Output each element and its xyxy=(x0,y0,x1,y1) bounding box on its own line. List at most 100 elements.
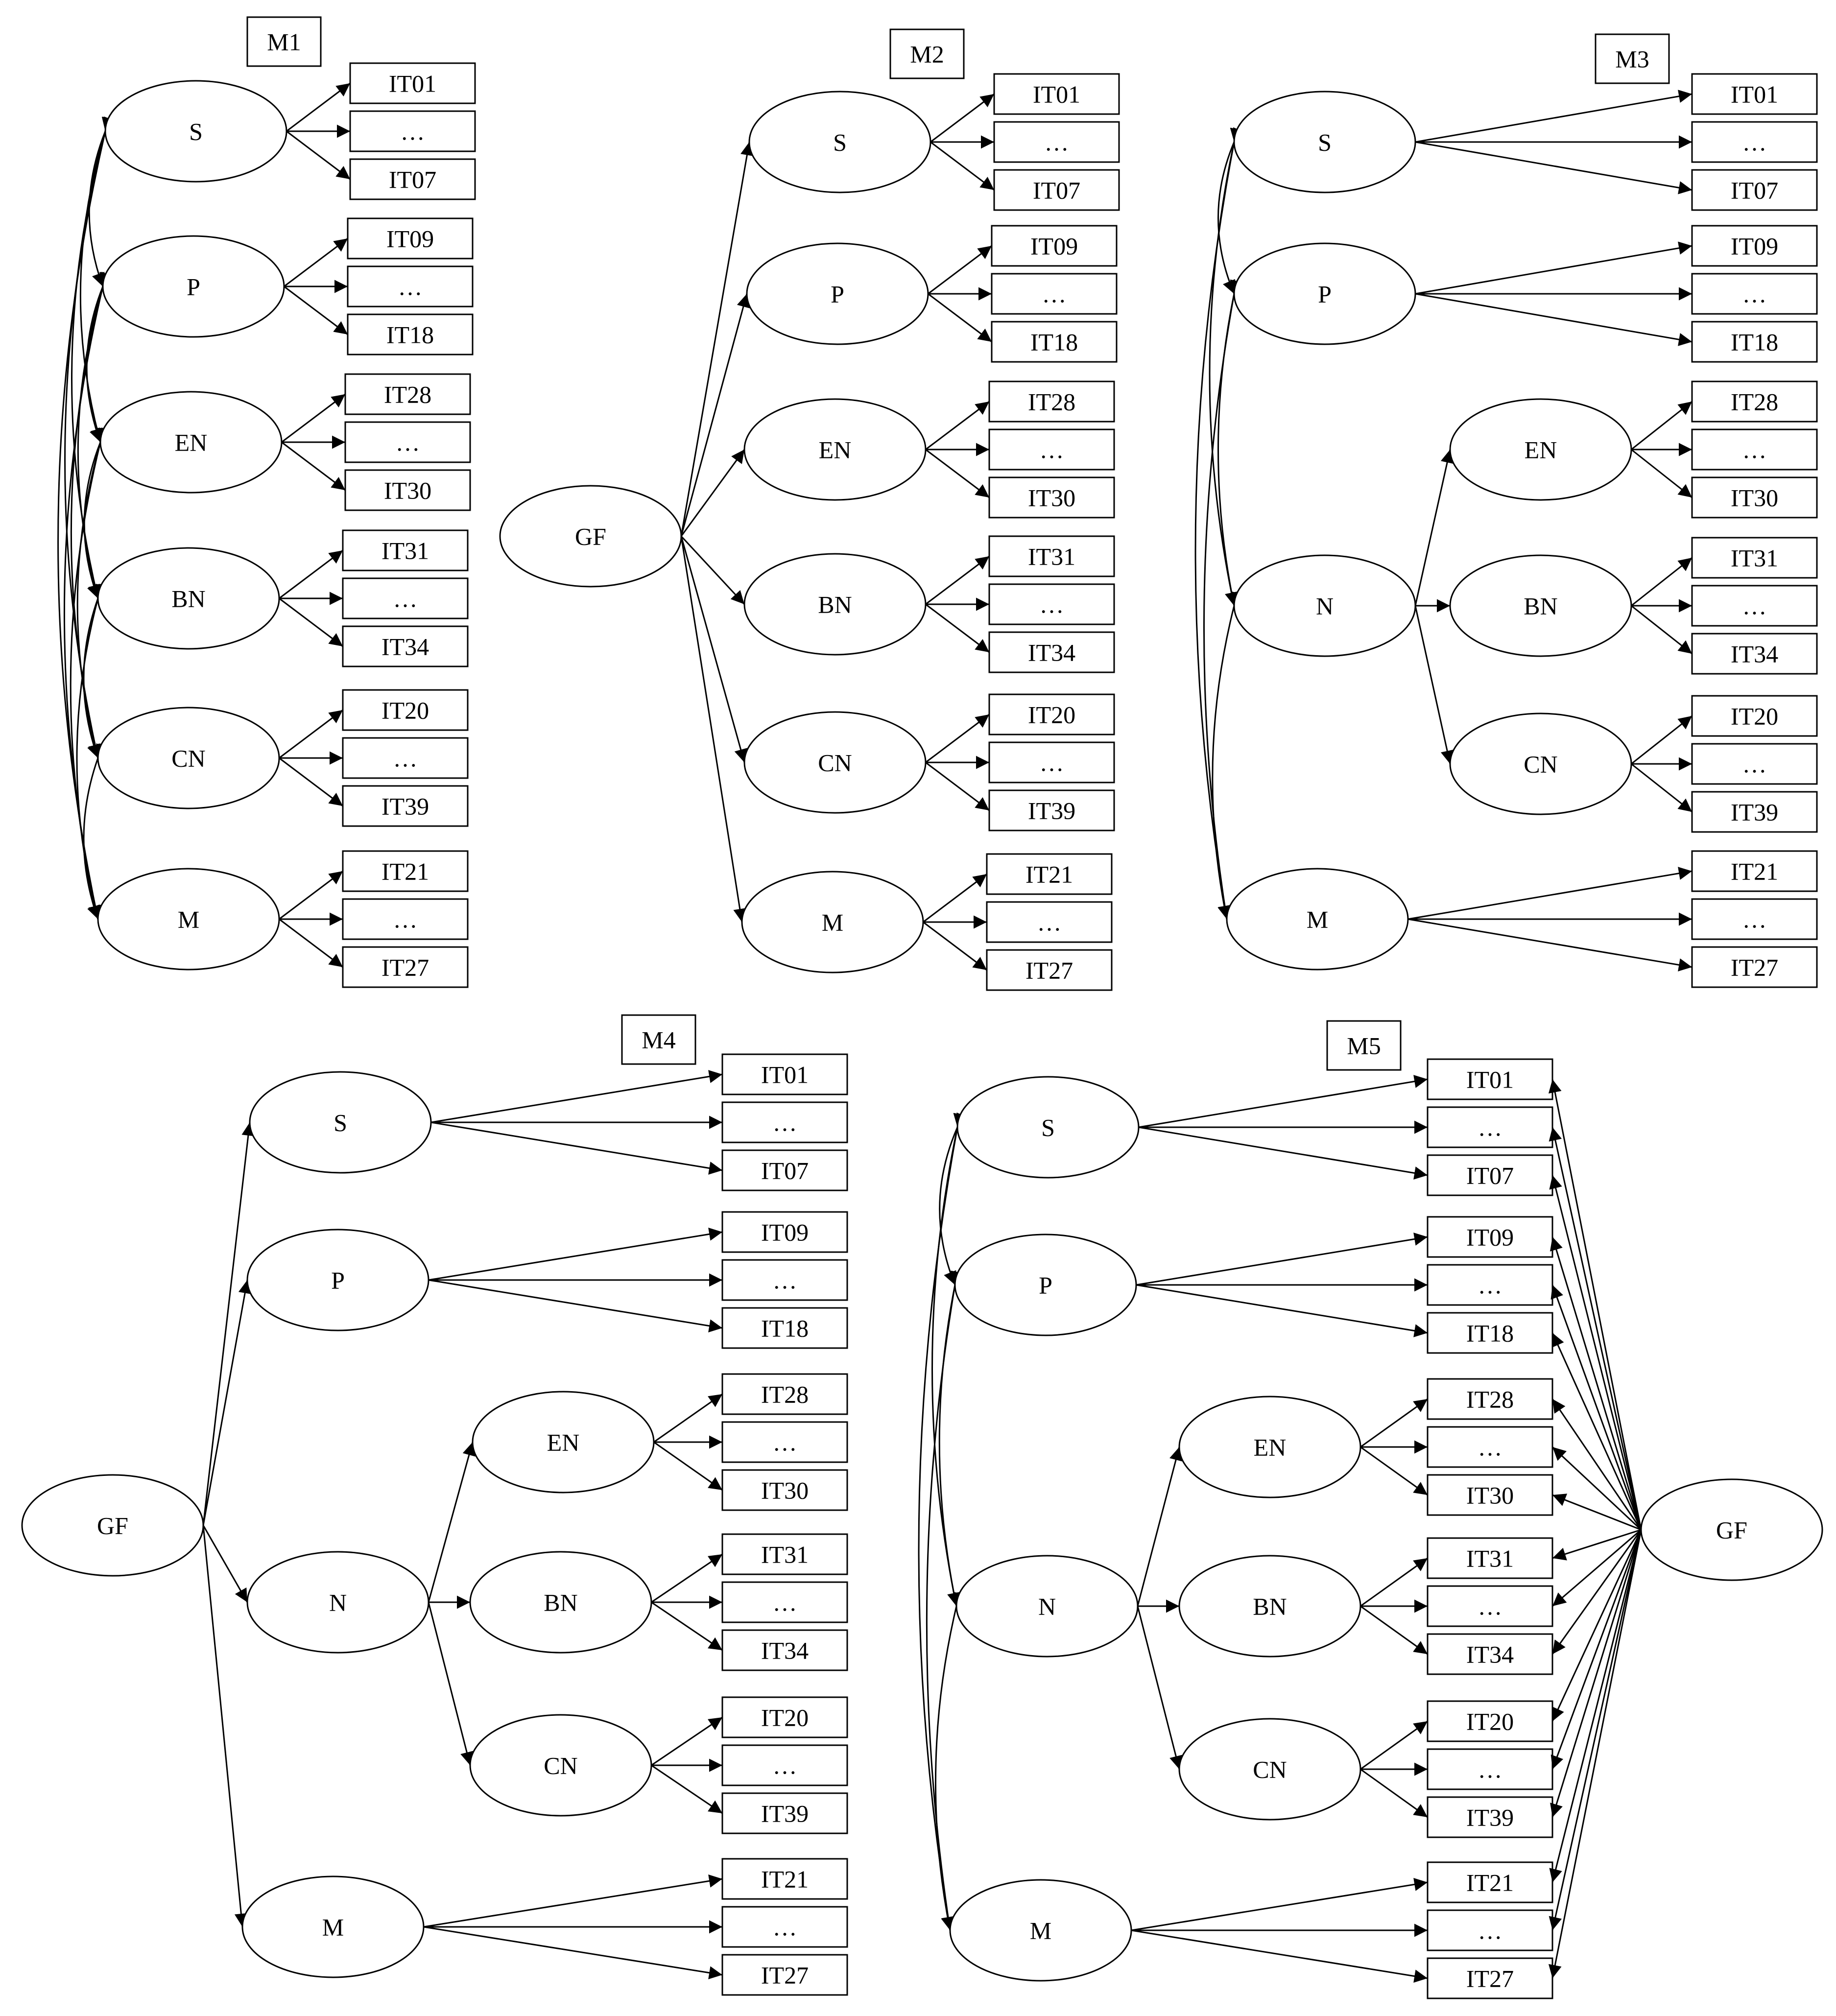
m5-factor-S-label: S xyxy=(1041,1114,1055,1141)
m2-P-item-1-label: IT09 xyxy=(1030,233,1078,260)
m2-gf-to-M-arrow xyxy=(680,536,747,923)
m1-factor-P-label: P xyxy=(187,273,200,301)
m3-BN-loading-arrow-3 xyxy=(1631,605,1693,655)
m2-CN-item-2-label: … xyxy=(1040,749,1064,777)
m4-gf-to-M-arrow xyxy=(202,1525,248,1927)
m4-CN-item-1-label: IT20 xyxy=(761,1704,809,1731)
m2-M-item-2-label: … xyxy=(1037,909,1062,936)
m4-M-loading-arrow-1 xyxy=(423,1874,723,1928)
m2-EN-item-2-label: … xyxy=(1040,436,1064,464)
m5-BN-item-1-label: IT31 xyxy=(1466,1545,1514,1572)
m2-S-loading-arrow-1 xyxy=(930,93,995,143)
m4-factor-CN-label: CN xyxy=(544,1752,577,1779)
m2-M-item-3-label: IT27 xyxy=(1025,957,1073,984)
m1-BN-loading-arrow-3 xyxy=(279,597,343,647)
m2-BN-item-1-label: IT31 xyxy=(1028,543,1075,570)
m3-BN-item-1-label: IT31 xyxy=(1731,545,1778,572)
m5-EN-item-2-box xyxy=(1427,1426,1553,1468)
m1-cov-S-EN xyxy=(79,117,116,443)
m3-S-item-2-box xyxy=(1691,121,1818,163)
m2-M-loading-arrow-1 xyxy=(923,873,987,923)
m1-CN-item-3-label: IT39 xyxy=(382,793,429,820)
m5-BN-item-2-box xyxy=(1427,1585,1553,1627)
m2-S-item-3-box xyxy=(993,169,1120,211)
m1-BN-item-2-box xyxy=(342,577,469,619)
m1-P-item-3-label: IT18 xyxy=(386,321,434,349)
m5-cov-S-M xyxy=(918,1113,967,1931)
m2-EN-item-1-label: IT28 xyxy=(1028,388,1075,416)
m2-EN-item-2-box xyxy=(988,428,1115,471)
m2-factor-M-label: M xyxy=(822,909,843,936)
m5-BN-item-3-label: IT34 xyxy=(1466,1641,1514,1668)
m4-general-factor-label: GF xyxy=(97,1512,128,1540)
m3-S-item-1-label: IT01 xyxy=(1731,81,1778,108)
m3-EN-item-3-box xyxy=(1691,476,1818,519)
m5-CN-item-1-label: IT20 xyxy=(1466,1708,1514,1735)
m5-gf-to-S-item-1-arrow xyxy=(1548,1079,1642,1530)
m2-P-item-3-label: IT18 xyxy=(1030,329,1078,356)
m2-BN-item-2-label: … xyxy=(1040,591,1064,618)
m4-factor-N-label: N xyxy=(329,1589,347,1616)
model-m4-title-box xyxy=(621,1014,696,1065)
m2-gf-to-CN-arrow xyxy=(680,536,747,763)
m1-cov-P-CN xyxy=(70,272,113,759)
m2-EN-item-3-label: IT30 xyxy=(1028,484,1075,512)
m2-M-item-2-box xyxy=(986,901,1113,943)
m5-CN-item-2-label: … xyxy=(1478,1756,1502,1783)
m5-gf-to-CN-item-2-arrow xyxy=(1550,1529,1642,1770)
m3-P-item-2-box xyxy=(1691,273,1818,315)
model-m3-title: M3 xyxy=(1615,46,1649,73)
m4-CN-item-3-label: IT39 xyxy=(761,1800,809,1827)
m3-n-to-CN-arrow xyxy=(1414,605,1454,764)
m5-gf-to-M-item-3-arrow xyxy=(1548,1529,1642,1979)
m5-M-loading-arrow-1 xyxy=(1131,1877,1428,1931)
m3-M-item-3-box xyxy=(1691,946,1818,988)
m5-P-loading-arrow-1 xyxy=(1136,1233,1428,1286)
m2-factor-P-label: P xyxy=(831,281,844,308)
m2-EN-loading-arrow-3 xyxy=(925,449,990,498)
m2-gf-to-EN-arrow xyxy=(680,449,745,537)
m2-M-item-1-box xyxy=(986,853,1113,895)
model-m5-title: M5 xyxy=(1347,1032,1381,1060)
m3-cov-N-M xyxy=(1212,591,1244,920)
m5-factor-P-label: P xyxy=(1039,1272,1052,1299)
m1-EN-item-2-label: … xyxy=(396,429,420,456)
model-m2-title-box xyxy=(889,28,965,79)
m2-S-item-2-box xyxy=(993,121,1120,163)
m4-CN-item-1-box xyxy=(721,1696,848,1738)
m3-M-item-2-box xyxy=(1691,898,1818,940)
m4-S-loading-arrow-3 xyxy=(430,1121,723,1175)
m4-EN-item-2-box xyxy=(721,1421,848,1463)
m4-S-loading-arrow-1 xyxy=(430,1070,723,1123)
m5-cov-P-M xyxy=(926,1271,964,1931)
m4-P-item-3-box xyxy=(721,1307,848,1349)
m1-factor-M-label: M xyxy=(178,906,199,933)
m1-S-loading-arrow-1 xyxy=(286,82,351,132)
m4-CN-loading-arrow-1 xyxy=(651,1716,723,1766)
m1-S-item-2-box xyxy=(349,110,476,152)
m5-cov-S-P xyxy=(939,1112,969,1285)
m4-M-item-3-box xyxy=(721,1954,848,1996)
m1-CN-item-1-box xyxy=(342,689,469,731)
m3-M-item-1-box xyxy=(1691,850,1818,892)
m2-factor-CN-label: CN xyxy=(818,749,852,777)
m5-n-to-EN-arrow xyxy=(1137,1447,1183,1607)
m5-CN-loading-arrow-3 xyxy=(1360,1768,1428,1818)
m5-CN-loading-arrow-1 xyxy=(1360,1720,1428,1770)
m5-n-to-CN-arrow xyxy=(1137,1606,1183,1770)
m1-BN-item-3-box xyxy=(342,625,469,667)
m4-BN-item-1-label: IT31 xyxy=(761,1541,809,1568)
m3-CN-loading-arrow-1 xyxy=(1631,715,1693,765)
m2-M-item-3-box xyxy=(986,949,1113,991)
m4-gf-to-P-arrow xyxy=(202,1280,252,1526)
m1-M-item-2-label: … xyxy=(393,906,418,933)
m5-S-item-2-box xyxy=(1427,1106,1553,1148)
m4-n-to-CN-arrow xyxy=(428,1602,474,1766)
m5-gf-to-S-item-2-arrow xyxy=(1549,1127,1642,1530)
m3-M-item-3-label: IT27 xyxy=(1731,954,1778,981)
m2-BN-loading-arrow-3 xyxy=(925,603,990,653)
m5-S-loading-arrow-1 xyxy=(1138,1075,1428,1128)
model-m5-title-box xyxy=(1326,1020,1402,1071)
m5-M-loading-arrow-3 xyxy=(1131,1929,1428,1983)
m4-gf-to-N-arrow xyxy=(202,1525,248,1603)
